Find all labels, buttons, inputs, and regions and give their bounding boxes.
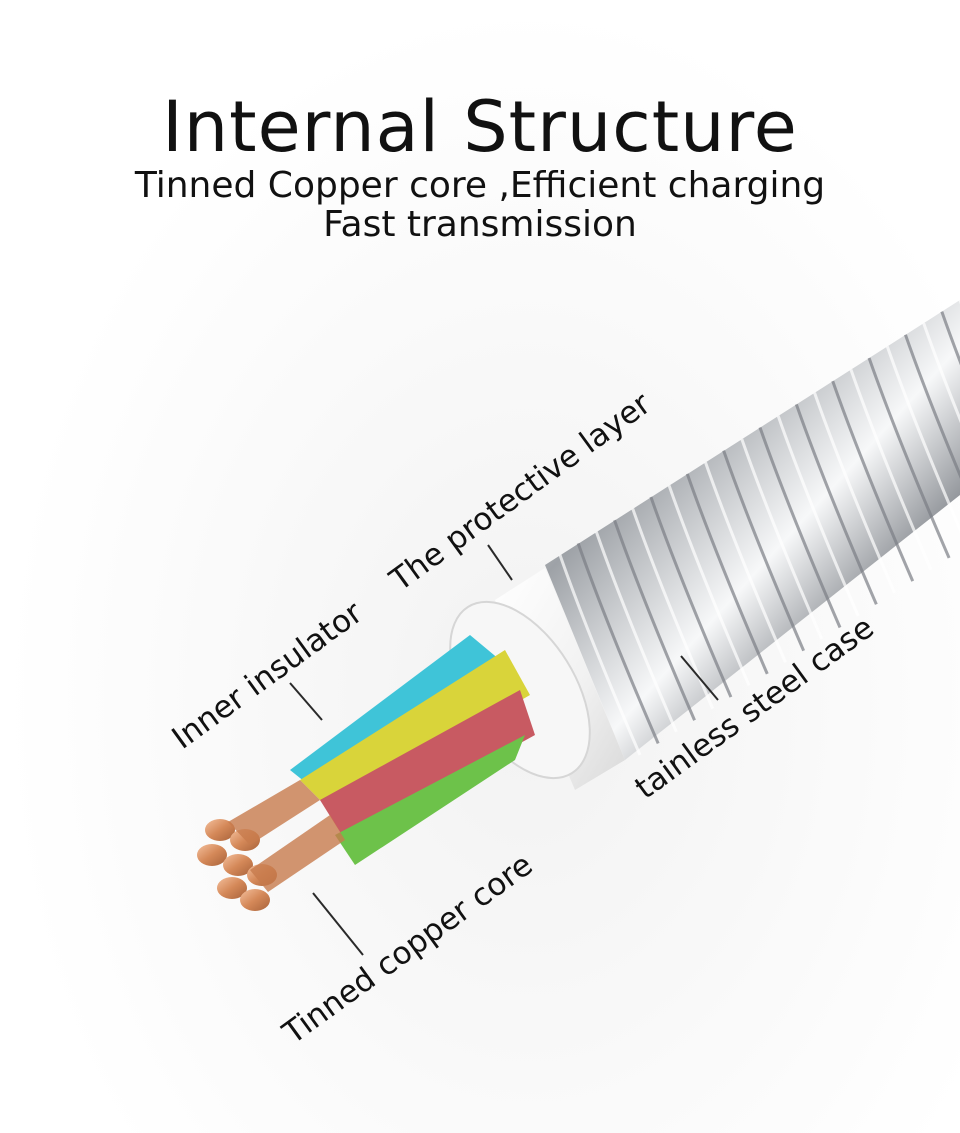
steel-ridge [940,311,960,366]
leader-protective-layer [487,544,513,581]
leader-steel-case [680,655,719,701]
wire-cyan [290,635,500,790]
steel-ridge [704,461,787,663]
copper-core [197,780,345,911]
steel-ridge [722,450,806,652]
copper-strand [217,877,247,899]
label-copper-core: Tinned copper core [276,847,540,1052]
steel-ridge [685,473,769,675]
steel-ridge [776,415,860,617]
steel-ridge [576,542,660,745]
steel-ridge [794,403,878,605]
steel-ridge [904,334,960,479]
steel-ridge [649,496,733,698]
wire-green [335,735,525,865]
page-title: Internal Structure [162,86,798,168]
steel-ridge [594,531,678,733]
steel-ridge [922,322,960,424]
steel-ridge [867,357,951,559]
steel-case [545,300,960,760]
steel-ridge [885,345,960,534]
steel-ridge [831,380,915,582]
label-inner-insulator: Inner insulator [166,595,370,757]
steel-ridge [758,427,842,629]
subtitle-line-1: Tinned Copper core ,Efficient charging [134,165,826,206]
leader-inner-insulator [289,682,323,721]
steel-ridge [558,554,642,756]
steel-ridge [667,484,751,687]
wire-yellow [300,650,530,810]
wire-red [320,690,535,840]
copper-strand [205,819,235,841]
copper-strand [223,854,253,876]
steel-ridge [613,519,696,721]
steel-ridge [849,369,933,571]
copper-strand [197,844,227,866]
subtitle-line-2: Fast transmission [323,204,637,245]
inner-insulator-wires [290,635,535,865]
steel-ridges [558,300,960,756]
leader-copper-core [312,892,364,956]
steel-ridge [740,438,824,640]
copper-strand [240,889,270,911]
steel-ridge [813,392,896,594]
